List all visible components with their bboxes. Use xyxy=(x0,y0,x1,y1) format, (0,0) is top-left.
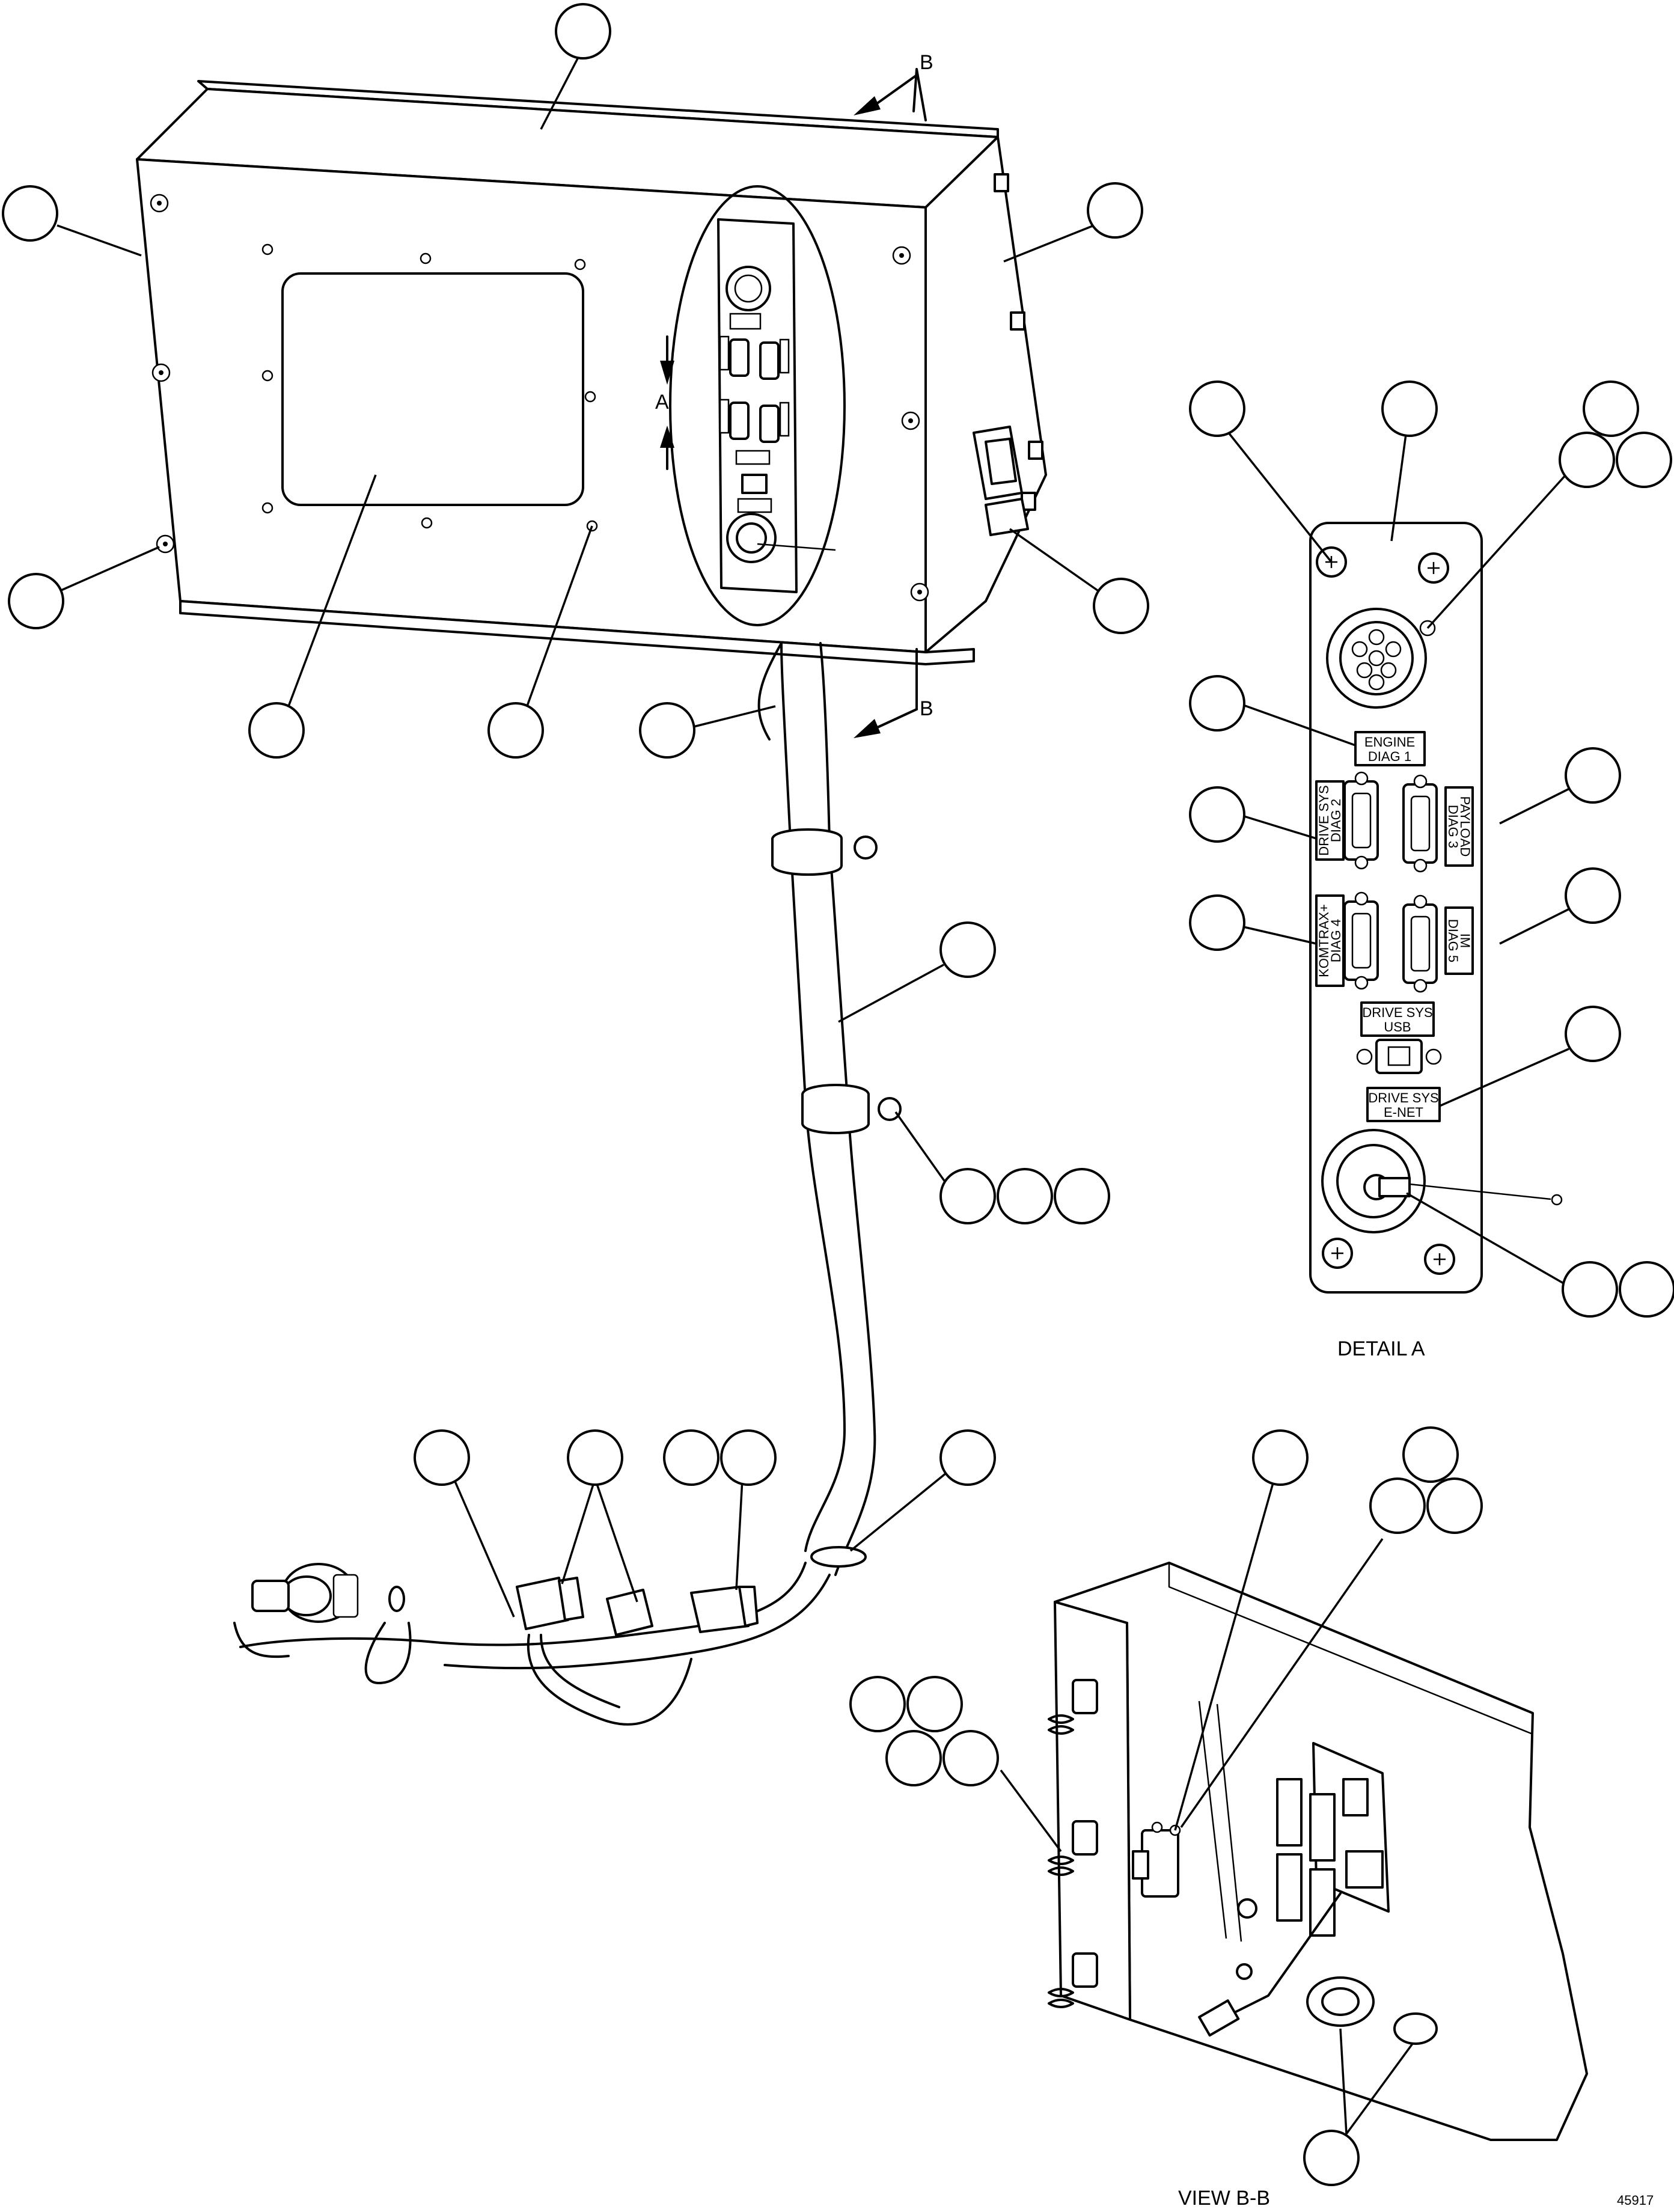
callout-bubbles xyxy=(2,3,1674,2186)
side-bolts xyxy=(994,173,1043,511)
detail-a: ENGINE DIAG 1 DRIVE SYS DIAG 2 PAYLOAD D… xyxy=(1309,522,1563,1360)
detail-a-outline xyxy=(669,185,846,626)
shock-mounts xyxy=(1048,1679,1098,2008)
view-b-b: VIEW B-B xyxy=(1048,1562,1588,2210)
side-connector xyxy=(973,426,1029,536)
im-diag-label-2: DIAG 5 xyxy=(1446,919,1461,962)
drive-sys-usb-label-1: DRIVE SYS xyxy=(1362,1005,1432,1020)
detail-arrow-label: A xyxy=(655,391,669,414)
engine-diag-label-2: DIAG 1 xyxy=(1368,749,1411,764)
drive-sys-enet-label-1: DRIVE SYS xyxy=(1368,1090,1438,1105)
im-diag-label-1: IM xyxy=(1458,933,1473,948)
section-b-label-bottom: B xyxy=(920,697,933,720)
front-connector-panel xyxy=(717,218,836,593)
engine-diag-label-1: ENGINE xyxy=(1364,735,1415,750)
harness-end-connector xyxy=(251,1563,359,1623)
drive-sys-usb-label-2: USB xyxy=(1384,1019,1411,1034)
view-bb-internals xyxy=(1198,1742,1438,2045)
payload-diag-label-2: DIAG 3 xyxy=(1446,805,1461,848)
panel-screws xyxy=(150,194,929,602)
drive-sys-enet-label-2: E-NET xyxy=(1384,1105,1423,1120)
detail-a-title: DETAIL A xyxy=(1337,1337,1425,1360)
inline-connectors xyxy=(516,1577,759,1636)
control-box-enclosure: A xyxy=(136,80,1047,665)
section-b-label-top: B xyxy=(920,51,933,74)
section-arrow-b-top: B xyxy=(854,51,933,121)
view-bb-switch xyxy=(1132,1821,1181,1898)
komtrax-diag-label-1: KOMTRAX+ xyxy=(1316,904,1331,977)
drive-sys-enet-connector xyxy=(1321,1129,1563,1233)
drawing-number: 45917 xyxy=(1617,2193,1654,2208)
section-arrow-b-bottom: B xyxy=(854,648,933,738)
drive-sys-diag-label-2: DIAG 2 xyxy=(1328,799,1343,842)
wire-harness xyxy=(233,642,902,1726)
payload-diag-label-1: PAYLOAD xyxy=(1458,796,1473,857)
komtrax-diag-label-2: DIAG 4 xyxy=(1328,919,1343,962)
drive-sys-diag-label-1: DRIVE SYS xyxy=(1316,785,1331,855)
view-bb-title: VIEW B-B xyxy=(1178,2187,1270,2210)
